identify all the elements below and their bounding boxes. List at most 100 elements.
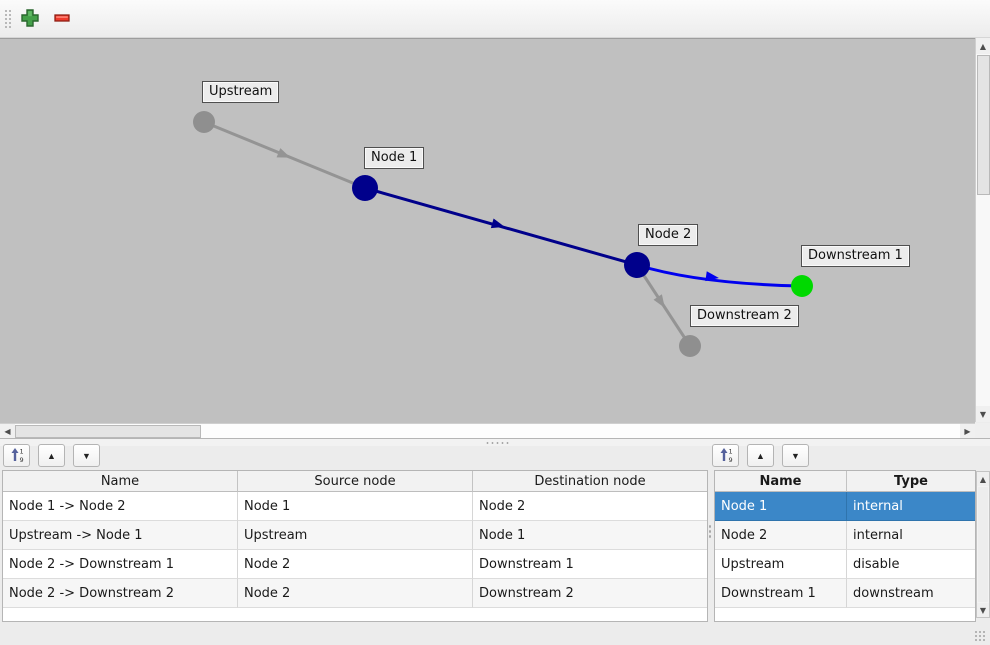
arrow-up-icon: ▲ (756, 450, 765, 461)
sort-nodes-button[interactable]: 1 9 (712, 444, 739, 467)
scroll-down-button[interactable]: ▼ (977, 603, 989, 617)
scrollbar-corner (975, 423, 990, 438)
svg-text:1: 1 (19, 447, 23, 455)
svg-text:1: 1 (728, 447, 732, 455)
sort-edges-button[interactable]: 1 9 (3, 444, 30, 467)
move-edge-down-button[interactable]: ▼ (73, 444, 100, 467)
nodes-table: Name Type Node 1 internal Node 2 interna… (714, 470, 976, 622)
node-label-downstream1[interactable]: Downstream 1 (801, 245, 910, 267)
table-row[interactable]: Downstream 1 downstream (715, 579, 975, 608)
graph-svg (193, 111, 813, 357)
table-row[interactable]: Node 1 -> Node 2 Node 1 Node 2 (3, 492, 707, 521)
scroll-left-button[interactable]: ◀ (0, 424, 15, 438)
column-header-source-node[interactable]: Source node (238, 471, 473, 492)
table-row[interactable]: Upstream disable (715, 550, 975, 579)
arrow-down-icon: ▼ (82, 450, 91, 461)
plus-icon (20, 8, 40, 31)
canvas-horizontal-scrollbar[interactable]: ◀ ▶ (0, 423, 975, 438)
cell-name[interactable]: Upstream (715, 550, 847, 579)
cell-destination[interactable]: Node 1 (473, 521, 707, 550)
node-node2[interactable] (624, 252, 650, 278)
cell-destination[interactable]: Downstream 2 (473, 579, 707, 608)
scroll-down-button[interactable]: ▼ (976, 406, 990, 422)
cell-name[interactable]: Node 1 -> Node 2 (3, 492, 238, 521)
table-row[interactable]: Node 2 -> Downstream 1 Node 2 Downstream… (3, 550, 707, 579)
cell-name[interactable]: Node 2 -> Downstream 2 (3, 579, 238, 608)
cell-name[interactable]: Upstream -> Node 1 (3, 521, 238, 550)
scroll-down-icon: ▼ (979, 409, 987, 419)
edges-table-toolbar: 1 9 ▲ ▼ (3, 444, 100, 468)
column-header-type[interactable]: Type (847, 471, 975, 492)
move-node-down-button[interactable]: ▼ (782, 444, 809, 467)
move-node-up-button[interactable]: ▲ (747, 444, 774, 467)
scroll-up-icon: ▲ (979, 41, 987, 51)
scroll-up-button[interactable]: ▲ (976, 38, 990, 54)
edges-table-header: Name Source node Destination node (3, 471, 707, 492)
cell-name[interactable]: Node 2 (715, 521, 847, 550)
edge-node2-downstream1-arrow (705, 271, 719, 282)
edge-node1-node2-arrow (490, 218, 505, 229)
node-label-upstream[interactable]: Upstream (202, 81, 280, 103)
cell-source[interactable]: Node 1 (238, 492, 473, 521)
move-edge-up-button[interactable]: ▲ (38, 444, 65, 467)
table-filler (715, 608, 975, 616)
cell-type[interactable]: disable (847, 550, 975, 579)
cell-source[interactable]: Upstream (238, 521, 473, 550)
status-bar (0, 622, 990, 645)
node-label-node2[interactable]: Node 2 (638, 224, 699, 246)
toolbar-drag-handle[interactable] (4, 9, 11, 29)
arrow-up-icon: ▲ (47, 450, 56, 461)
cell-source[interactable]: Node 2 (238, 550, 473, 579)
table-row[interactable]: Node 2 -> Downstream 2 Node 2 Downstream… (3, 579, 707, 608)
sort-icon: 1 9 (9, 447, 25, 465)
cell-name[interactable]: Node 2 -> Downstream 1 (3, 550, 238, 579)
canvas-vertical-scrollbar[interactable]: ▲ ▼ (975, 38, 990, 422)
main-toolbar (0, 0, 990, 38)
edge-upstream-node1-arrow (276, 148, 291, 158)
graph-canvas[interactable]: Upstream Node 1 Node 2 Downstream 1 Down… (0, 38, 975, 424)
minus-icon (52, 8, 72, 31)
cell-name[interactable]: Downstream 1 (715, 579, 847, 608)
edge-node2-downstream1[interactable] (636, 263, 803, 288)
cell-source[interactable]: Node 2 (238, 579, 473, 608)
svg-text:9: 9 (19, 456, 23, 463)
node-label-node1[interactable]: Node 1 (364, 147, 425, 169)
node-node1[interactable] (352, 175, 378, 201)
table-scrollbar-thumb[interactable] (978, 487, 988, 602)
scroll-left-icon: ◀ (4, 426, 11, 436)
scroll-right-icon: ▶ (964, 426, 971, 436)
table-row[interactable]: Node 2 internal (715, 521, 975, 550)
cell-destination[interactable]: Node 2 (473, 492, 707, 521)
scroll-up-button[interactable]: ▲ (977, 472, 989, 486)
column-header-destination-node[interactable]: Destination node (473, 471, 707, 492)
remove-node-button[interactable] (49, 6, 75, 32)
node-upstream[interactable] (193, 111, 215, 133)
cell-name[interactable]: Node 1 (715, 492, 847, 521)
window-resize-grip[interactable] (974, 630, 986, 642)
tables-splitter[interactable] (708, 524, 713, 540)
column-header-name[interactable]: Name (715, 471, 847, 492)
canvas-tables-splitter[interactable] (0, 438, 990, 446)
add-node-button[interactable] (17, 6, 43, 32)
nodes-table-header: Name Type (715, 471, 975, 492)
cell-type[interactable]: internal (847, 492, 975, 521)
cell-type[interactable]: downstream (847, 579, 975, 608)
node-downstream1[interactable] (791, 275, 813, 297)
horizontal-scrollbar-thumb[interactable] (15, 425, 201, 438)
cell-type[interactable]: internal (847, 521, 975, 550)
table-row[interactable]: Upstream -> Node 1 Upstream Node 1 (3, 521, 707, 550)
node-downstream2[interactable] (679, 335, 701, 357)
vertical-scrollbar-thumb[interactable] (977, 55, 990, 195)
nodes-table-scrollbar[interactable]: ▲ ▼ (976, 471, 990, 618)
nodes-table-toolbar: 1 9 ▲ ▼ (712, 444, 809, 468)
node-label-downstream2[interactable]: Downstream 2 (690, 305, 799, 327)
scroll-right-button[interactable]: ▶ (960, 424, 975, 438)
scroll-up-icon: ▲ (979, 474, 987, 484)
arrow-down-icon: ▼ (791, 450, 800, 461)
sort-icon: 1 9 (718, 447, 734, 465)
column-header-name[interactable]: Name (3, 471, 238, 492)
edge-node2-downstream2-arrow (653, 294, 665, 308)
scroll-down-icon: ▼ (979, 605, 987, 615)
table-row-selected[interactable]: Node 1 internal (715, 492, 975, 521)
cell-destination[interactable]: Downstream 1 (473, 550, 707, 579)
